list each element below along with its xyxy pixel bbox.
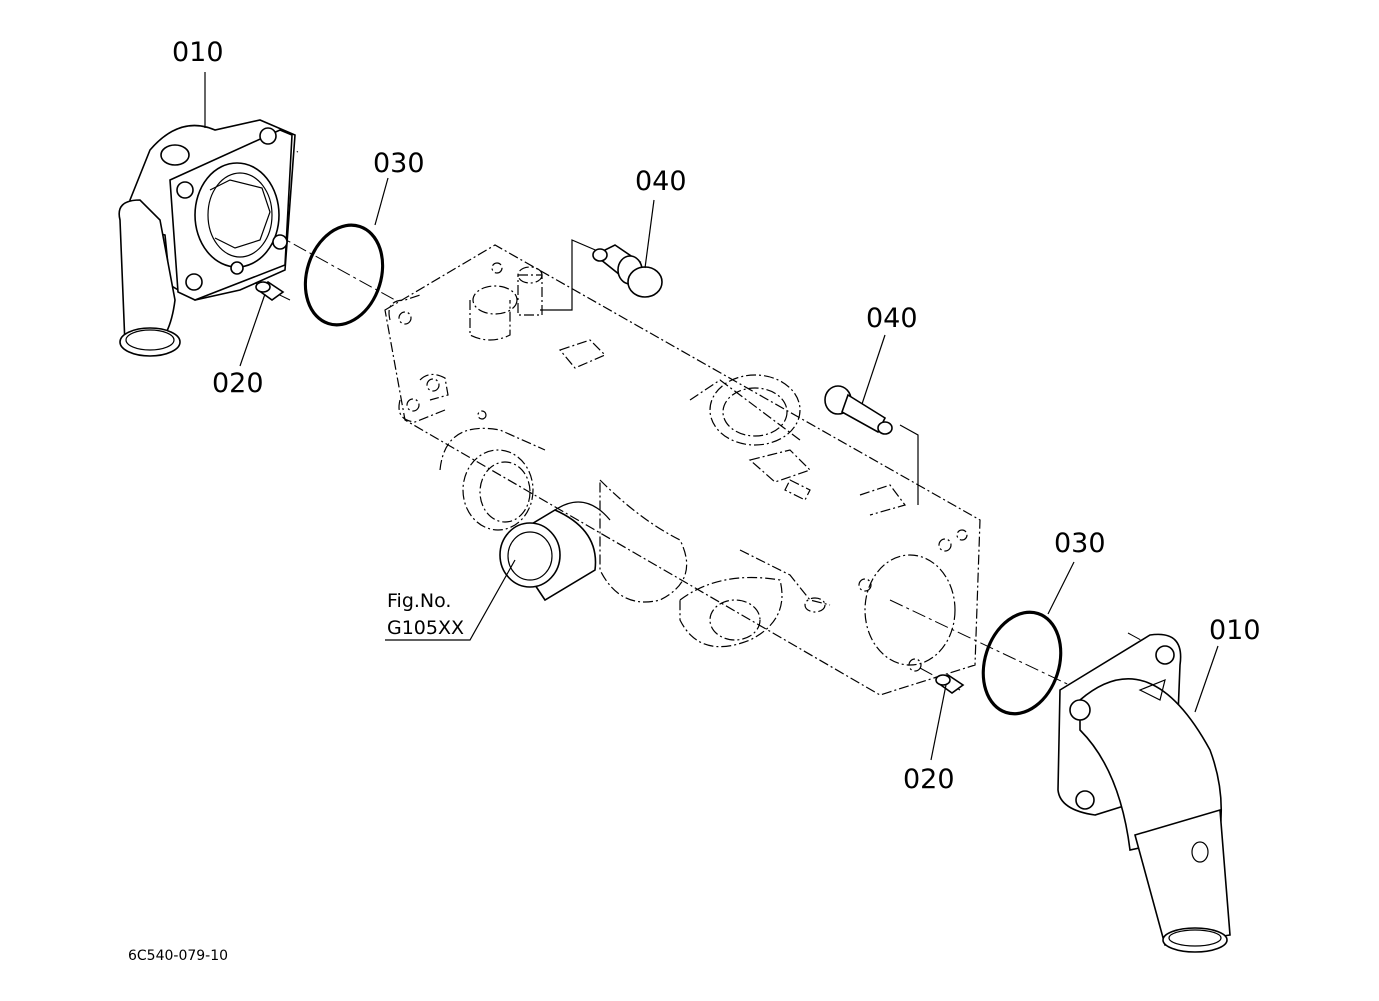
thermostat-cover-left (118, 119, 296, 357)
assembly-axis-lines (249, 144, 1151, 691)
leader-lines (204, 72, 1219, 761)
pin-left (255, 281, 285, 301)
drain-plug-right (824, 385, 893, 435)
pin-right (935, 674, 965, 694)
callout-010-right: 010 (1209, 615, 1261, 646)
water-flange-housing-phantom (384, 244, 981, 696)
callout-020-left: 020 (212, 368, 264, 399)
callout-020-right: 020 (903, 764, 955, 795)
drain-plug-top (592, 244, 663, 298)
thermostat-cover-right (1057, 633, 1231, 953)
housing-outlet-pipe (499, 501, 611, 602)
callout-040-top: 040 (635, 166, 687, 197)
drawing-code: 6C540-079-10 (128, 948, 228, 964)
callout-030-left: 030 (373, 148, 425, 179)
o-ring-right (981, 610, 1063, 716)
o-ring-left (303, 223, 385, 327)
callout-010-left: 010 (172, 37, 224, 68)
callout-030-right: 030 (1054, 528, 1106, 559)
figure-ref-number: G105XX (387, 617, 464, 639)
figure-ref-label: Fig.No. (387, 590, 451, 612)
callout-040-right: 040 (866, 303, 918, 334)
